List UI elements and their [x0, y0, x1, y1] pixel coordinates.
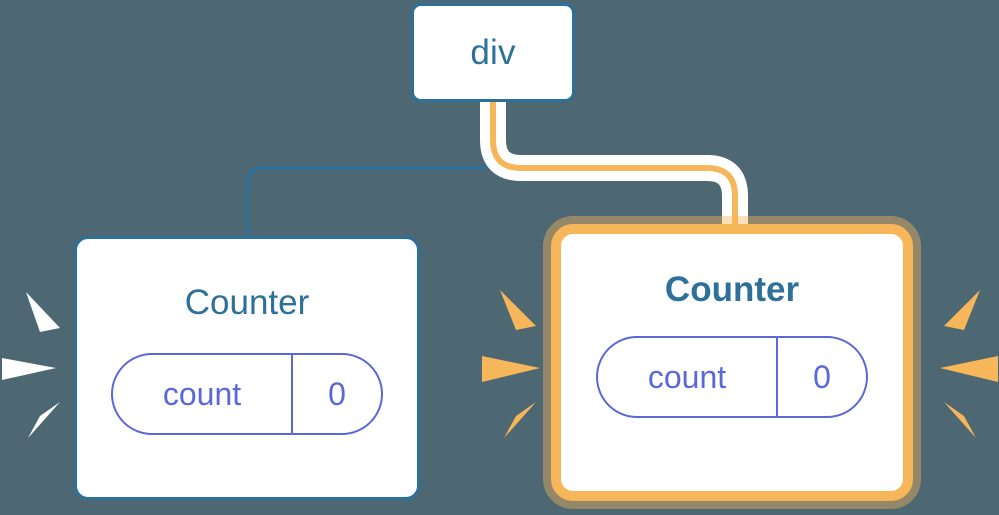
sparkle-rays-icon — [2, 292, 60, 438]
state-value-label: 0 — [328, 376, 346, 412]
sparkle-rays-icon — [940, 290, 998, 438]
node-counter-right-title: Counter — [664, 270, 800, 309]
edge-div-to-counter-right — [490, 102, 738, 240]
node-counter-right[interactable]: Counter count 0 — [551, 224, 913, 501]
edge-div-to-counter-left — [245, 102, 495, 238]
state-key-label: count — [598, 338, 778, 416]
state-key-label: count — [113, 355, 293, 433]
state-pill-counter-left[interactable]: count 0 — [111, 353, 383, 435]
burst-left-counter-left — [2, 280, 64, 450]
burst-left-counter-right — [482, 278, 544, 450]
state-pill-counter-right[interactable]: count 0 — [596, 336, 868, 418]
node-counter-left[interactable]: Counter count 0 — [74, 236, 420, 500]
node-counter-left-title: Counter — [184, 283, 310, 322]
state-value-label: 0 — [813, 359, 831, 395]
sparkle-rays-icon — [482, 290, 540, 438]
node-div[interactable]: div — [411, 3, 575, 102]
edge-div-to-counter-right-halo — [480, 102, 748, 240]
node-div-label: div — [470, 33, 516, 72]
burst-right-counter-right — [936, 278, 998, 450]
